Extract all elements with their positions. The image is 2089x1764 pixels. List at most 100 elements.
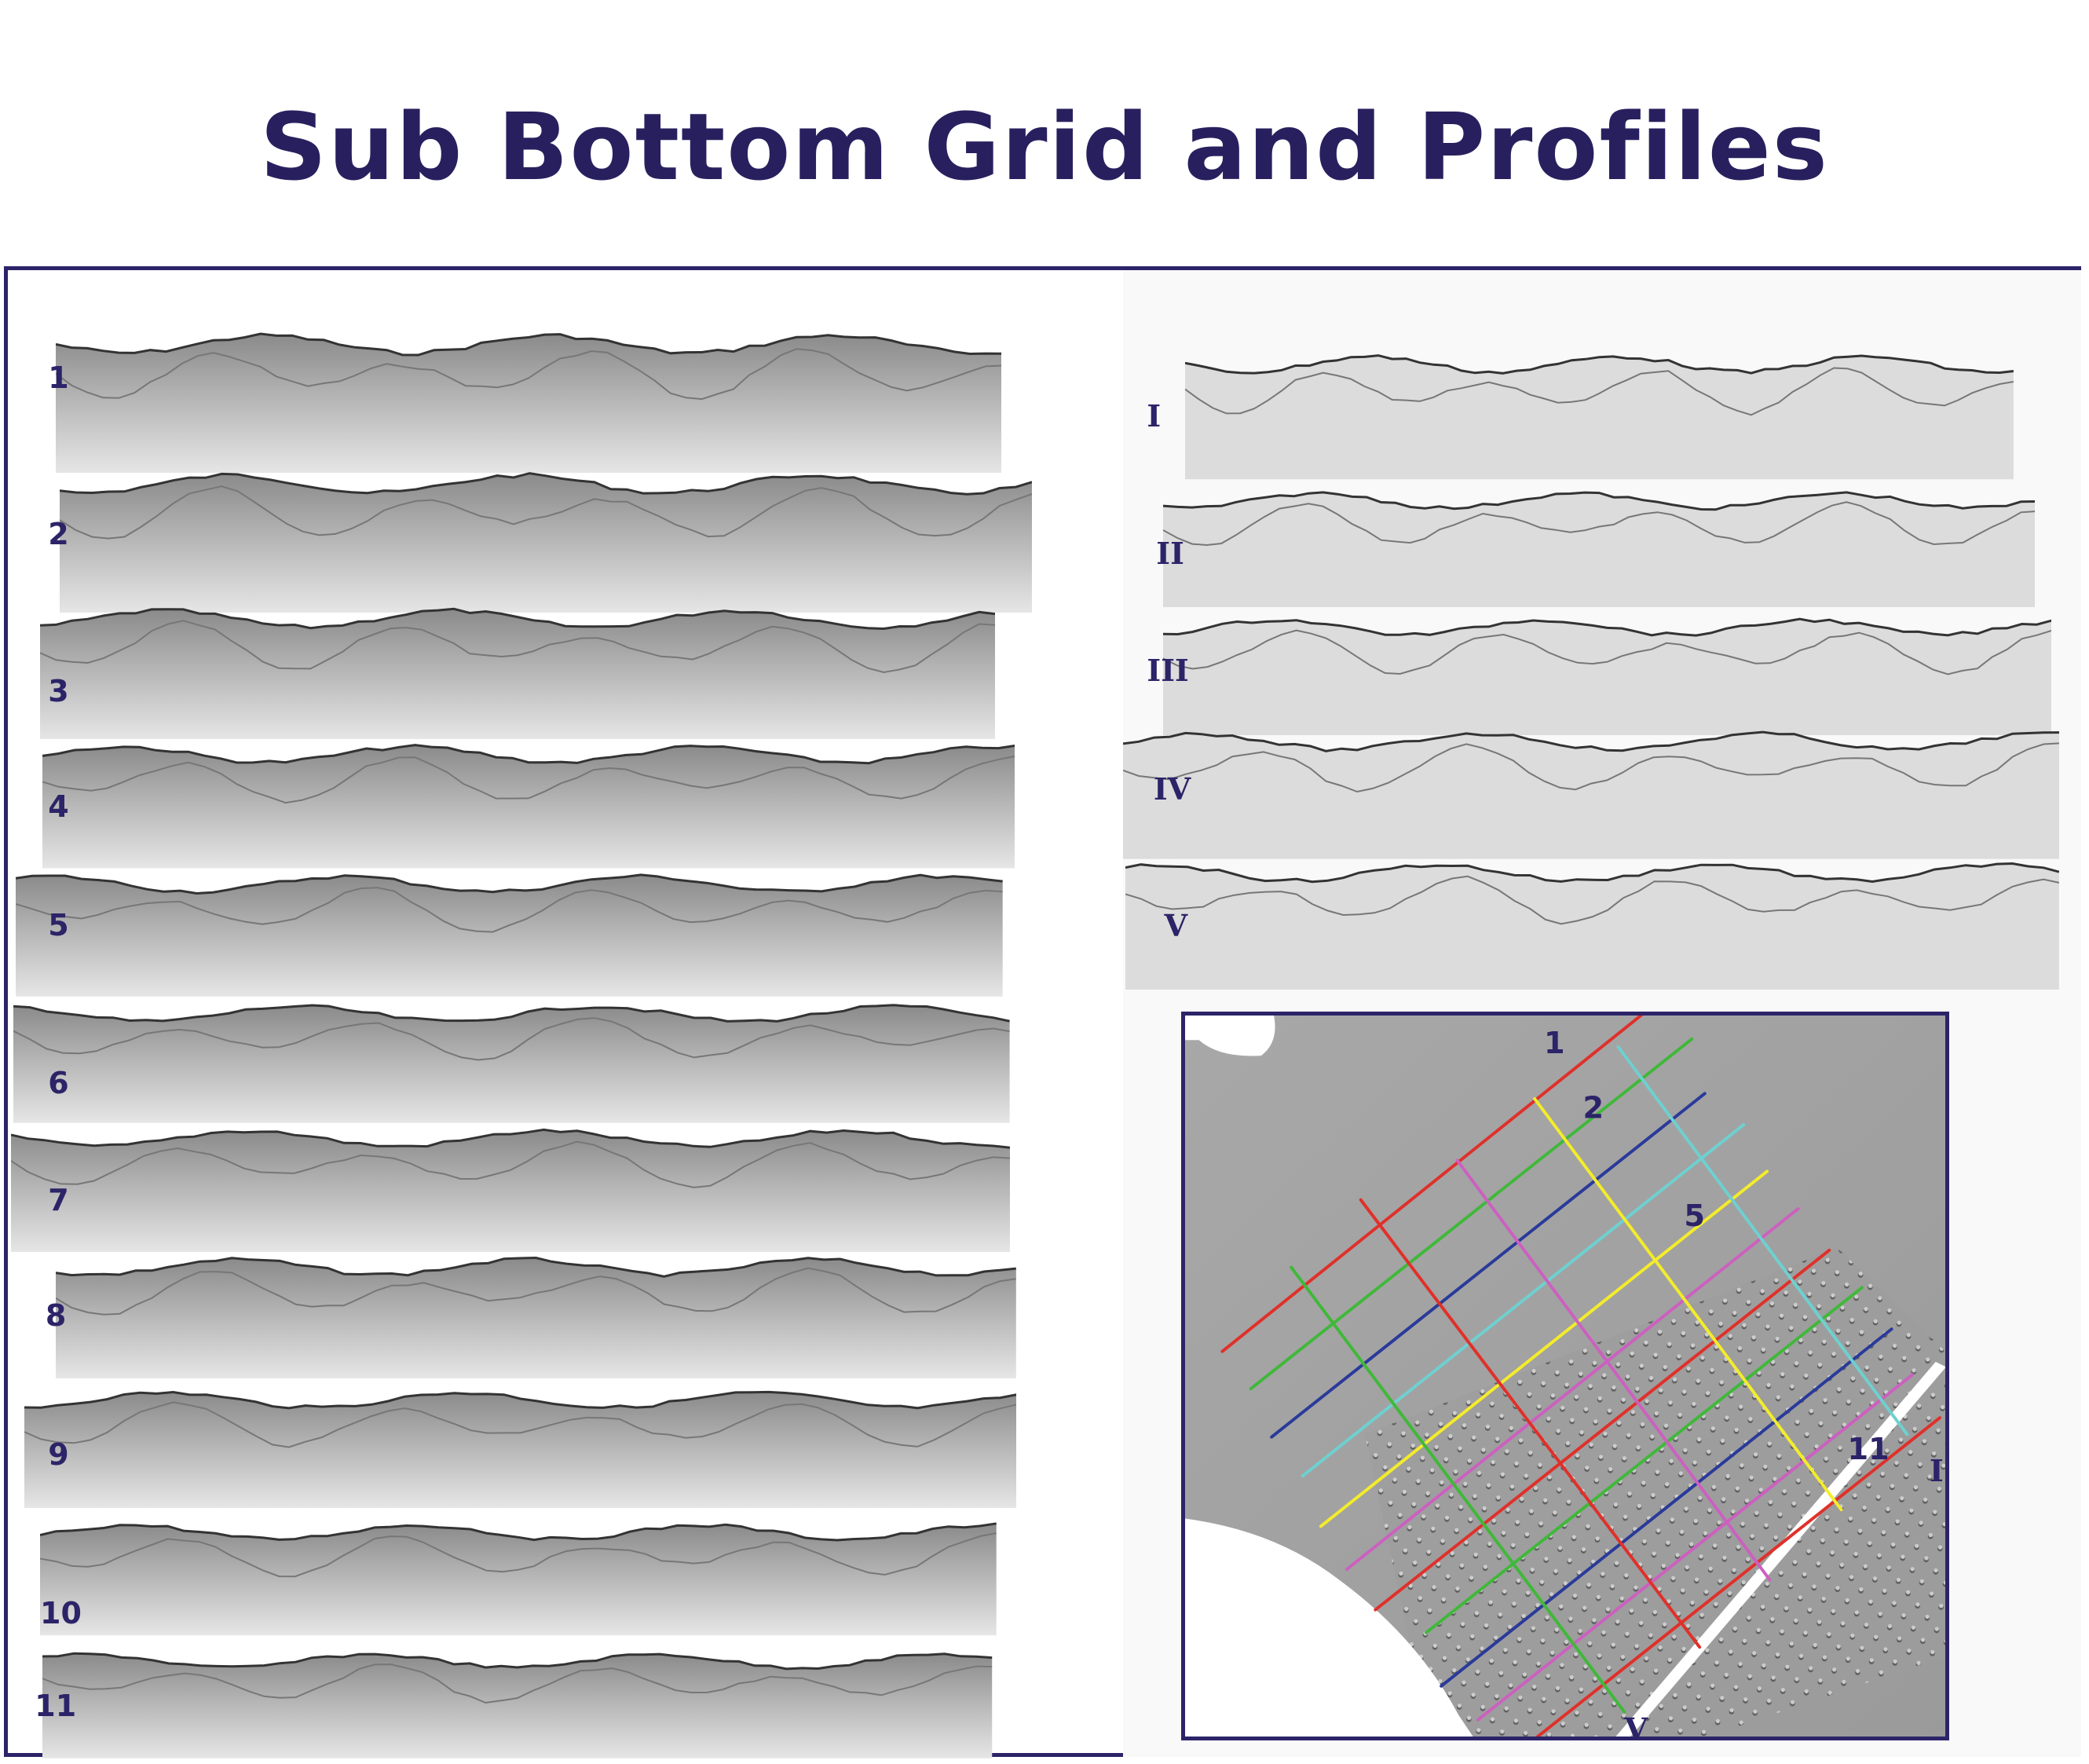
profile-left-5 [16,873,1004,997]
survey-line-cyan [1301,1122,1746,1478]
profile-left-10 [39,1522,997,1636]
profile-echogram [1125,863,2059,990]
survey-line-red [1535,1416,1942,1737]
subbottom-reflector [39,1532,997,1578]
map-label-1: 1 [1544,1026,1565,1061]
profile-echogram [1185,355,2014,480]
profile-echogram [13,1005,1010,1123]
profile-label: 10 [40,1595,82,1630]
survey-line-yellow [1319,1169,1769,1528]
profile-label: IV [1153,770,1191,807]
seabed-reflector [13,1004,1010,1023]
profile-label: V [1164,908,1187,944]
land-area-bottom [1185,1518,1473,1737]
map-label-2: 2 [1583,1090,1604,1125]
survey-line-green [1249,1037,1694,1391]
profile-label: 3 [48,673,69,708]
profile-right-2 [1162,491,2036,608]
profile-echogram [1122,732,2059,859]
subbottom-reflector [60,485,1033,540]
subbottom-reflector [56,1267,1017,1316]
seabed-reflector [1162,617,2051,637]
profile-right-5 [1125,862,2059,990]
profile-right-4 [1122,730,2059,859]
profile-left-9 [24,1390,1017,1508]
profile-echogram [1162,619,2051,736]
seabed-reflector [24,1390,1017,1410]
subbottom-reflector [10,1140,1010,1188]
profile-label: I [1147,397,1162,434]
page-title: Sub Bottom Grid and Profiles [260,93,1829,201]
profile-label: 6 [48,1065,69,1100]
subbottom-reflector [13,1017,1010,1061]
survey-line-yellow [1533,1096,1843,1512]
survey-line-cyan [1616,1045,1909,1436]
profile-echogram [16,874,1004,997]
seabed-reflector [56,1257,1017,1279]
profile-echogram [39,1524,997,1636]
survey-line-red [1374,1248,1831,1612]
survey-line-blue [1270,1092,1707,1439]
subbottom-reflector [39,619,995,673]
map-label-11: 11 [1847,1432,1889,1467]
subbottom-reflector [56,347,1002,400]
profile-label: 4 [48,789,69,825]
seabed-reflector [1162,491,2036,511]
profile-label: III [1147,652,1189,688]
seabed-reflector [42,1652,993,1671]
survey-line-red [1359,1198,1702,1649]
survey-line-magenta [1344,1207,1800,1572]
profile-label: 8 [45,1298,67,1334]
profile-label: 9 [48,1436,69,1472]
seabed-reflector [56,331,1002,357]
profile-left-4 [42,744,1015,869]
profile-left-1 [56,331,1002,474]
profile-echogram [56,333,1002,474]
survey-line-magenta [1455,1158,1772,1582]
map-svg: 1 2 5 11 I V 250m [1185,1016,1945,1740]
profile-left-2 [60,471,1033,613]
profile-right-1 [1185,354,2014,480]
seabed-reflector [1185,354,2014,375]
profile-echogram [60,473,1033,613]
seabed-reflector [10,1128,1010,1149]
subbottom-reflector [1122,742,2059,793]
profile-echogram [1162,492,2036,608]
land-area-top [1185,1016,1275,1056]
subbottom-reflector [1162,501,2036,547]
seabed-reflector [1125,862,2059,883]
profile-left-7 [10,1128,1010,1253]
survey-line-green [1290,1265,1626,1714]
profile-left-8 [56,1257,1017,1379]
profile-left-11 [42,1652,993,1759]
survey-line-red [1220,1016,1644,1353]
subbottom-reflector [42,756,1015,804]
survey-line-green [1425,1286,1864,1634]
subbottom-reflector [1185,367,2014,416]
subbottom-reflector [24,1401,1017,1448]
survey-line-blue [1440,1327,1893,1688]
subbottom-reflector [1162,629,2051,675]
seabed-reflector [16,873,1004,895]
survey-line-magenta [1476,1373,1915,1722]
map-label-I: I [1930,1454,1944,1489]
profile-label: 2 [48,516,69,551]
profile-label: II [1156,535,1184,571]
profile-right-3 [1162,617,2051,736]
grid-map: 1 2 5 11 I V 250m [1181,1012,1949,1740]
profile-echogram [24,1392,1017,1508]
profile-left-6 [13,1004,1010,1123]
profile-echogram [42,1653,993,1759]
profile-label: 11 [35,1689,77,1724]
seabed-reflector [39,607,995,630]
subbottom-reflector [42,1663,993,1704]
profile-echogram [10,1129,1010,1253]
profile-left-3 [39,607,995,740]
seabed-reflector [42,744,1015,765]
profile-label: 1 [48,360,69,396]
profile-label: 7 [48,1182,69,1217]
map-label-V: V [1623,1712,1648,1740]
map-label-5: 5 [1684,1199,1705,1234]
subbottom-reflector [1125,875,2059,924]
profile-echogram [42,745,1015,869]
